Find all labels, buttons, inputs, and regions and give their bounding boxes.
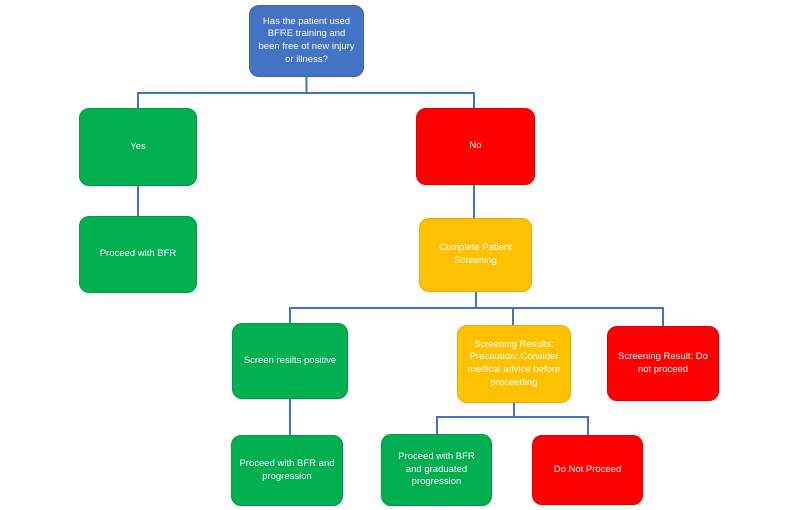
- node-proceed-with-graduated-progression: Proceed with BFR and graduated progressi…: [381, 434, 492, 506]
- connector-precaution-branch: [436, 416, 589, 435]
- node-screen-results-positive: Screen resilts positive: [232, 323, 348, 399]
- node-proceed-with-progression: Proceed with BFR and progression: [231, 435, 343, 506]
- node-no: No: [416, 108, 535, 185]
- node-screening-precaution: Screening Results: Precaution: Consider …: [457, 325, 571, 403]
- connector-screening-branch: [289, 307, 664, 326]
- connector-root-branch: [137, 92, 475, 108]
- node-do-not-proceed: Do Not Proceed: [532, 435, 643, 505]
- node-proceed-with-bfr: Proceed with BFR: [79, 216, 197, 293]
- node-root-question: Has the patient used BFRE training and b…: [249, 5, 364, 77]
- node-complete-patient-screening: Complete Patient Screening: [419, 218, 532, 292]
- node-screening-do-not-proceed: Screening Result: Do not proceed: [607, 326, 719, 401]
- node-yes: Yes: [79, 108, 197, 186]
